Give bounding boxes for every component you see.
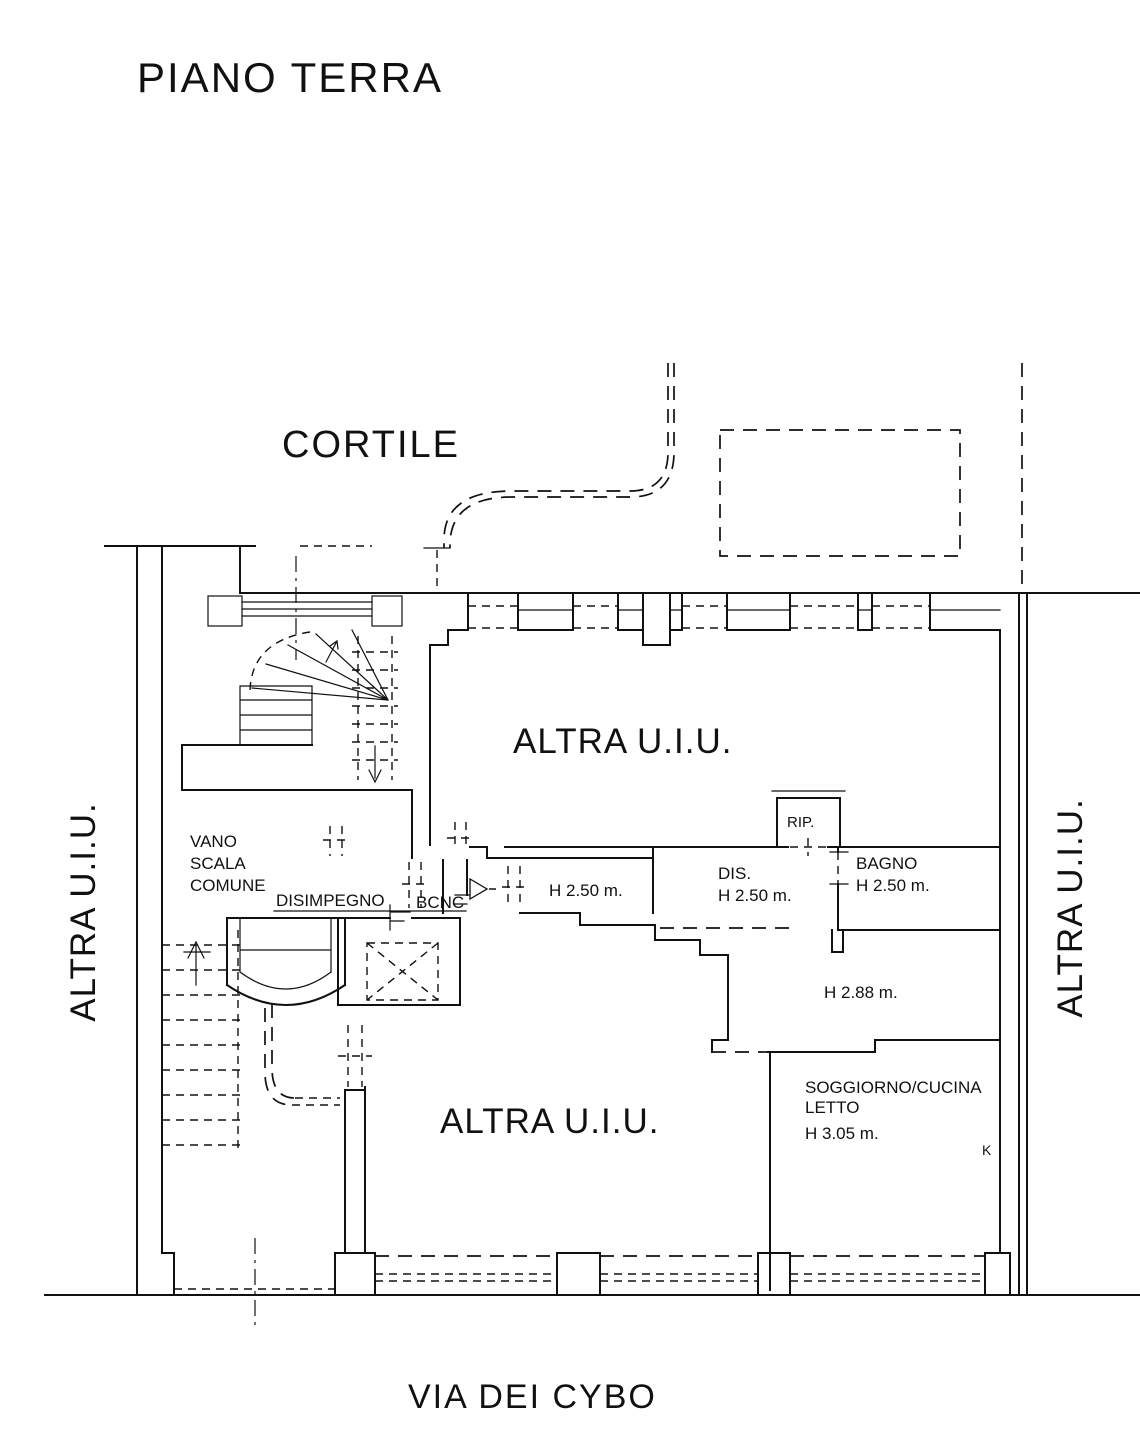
stairwell-label-line2: SCALA — [190, 854, 246, 873]
dis-height-label: H 2.50 m. — [718, 886, 792, 905]
upper-room-walls — [429, 629, 1001, 859]
unit-label-right-building: ALTRA U.I.U. — [1051, 798, 1090, 1017]
unit-label-left-building: ALTRA U.I.U. — [64, 802, 103, 1021]
bagno-height-label: H 2.50 m. — [856, 876, 930, 895]
soggiorno-height-label: H 3.05 m. — [805, 1124, 879, 1143]
soggiorno-label-line2: LETTO — [805, 1098, 859, 1117]
stair-curve-passage — [225, 917, 347, 1106]
elevator-cab — [366, 942, 439, 1001]
kitchen-marker: K — [982, 1142, 992, 1158]
dis-bagno-walls — [660, 846, 1001, 953]
elevator — [334, 904, 461, 1294]
unit-label-bottom-room: ALTRA U.I.U. — [440, 1102, 659, 1141]
elevator-x-icon — [366, 942, 439, 1001]
corridor-height-label: H 2.50 m. — [549, 881, 623, 900]
bagno-label: BAGNO — [856, 854, 917, 873]
stairwell-label: VANO SCALA COMUNE — [190, 832, 266, 895]
rip-label: RIP. — [787, 814, 814, 831]
stairs-up-arrow-icon — [183, 940, 211, 986]
stairwell-label-line3: COMUNE — [190, 876, 266, 895]
stairs-up-arrow-icon — [325, 639, 339, 663]
street-label: VIA DEI CYBO — [408, 1378, 657, 1416]
lower-stairs — [162, 930, 244, 1150]
door-swing-triangle-icon — [469, 877, 489, 901]
soggiorno-label-line1: SOGGIORNO/CUCINA — [805, 1078, 982, 1097]
bcnc-door-jambs — [447, 822, 474, 850]
top-window-band — [447, 592, 1001, 646]
entrance-steps — [207, 556, 403, 660]
page-title: PIANO TERRA — [137, 54, 443, 101]
corridor-door-jambs — [489, 866, 526, 908]
upper-stairs — [181, 629, 428, 908]
dis-label: DIS. — [718, 864, 751, 883]
bottom-window-band — [174, 1238, 1011, 1330]
bcnc-label: BCNC — [416, 893, 464, 912]
hallway-label: DISIMPEGNO — [276, 891, 385, 910]
unit-label-top-room: ALTRA U.I.U. — [513, 722, 732, 761]
window-symbols-top — [467, 592, 931, 631]
courtyard-path — [423, 363, 675, 592]
stairwell-label-line1: VANO — [190, 832, 237, 851]
courtyard-dashed-area — [719, 363, 1023, 590]
courtyard-label: CORTILE — [282, 424, 460, 466]
door-notch — [642, 592, 671, 646]
lower-room-walls — [519, 912, 1001, 1291]
elevator-lobby-door-jambs — [338, 1025, 372, 1087]
outer-walls — [44, 545, 1140, 1296]
stairs-down-arrow-icon — [368, 745, 382, 784]
corridor-walls — [442, 822, 654, 914]
h288-room-height-label: H 2.88 m. — [824, 983, 898, 1002]
